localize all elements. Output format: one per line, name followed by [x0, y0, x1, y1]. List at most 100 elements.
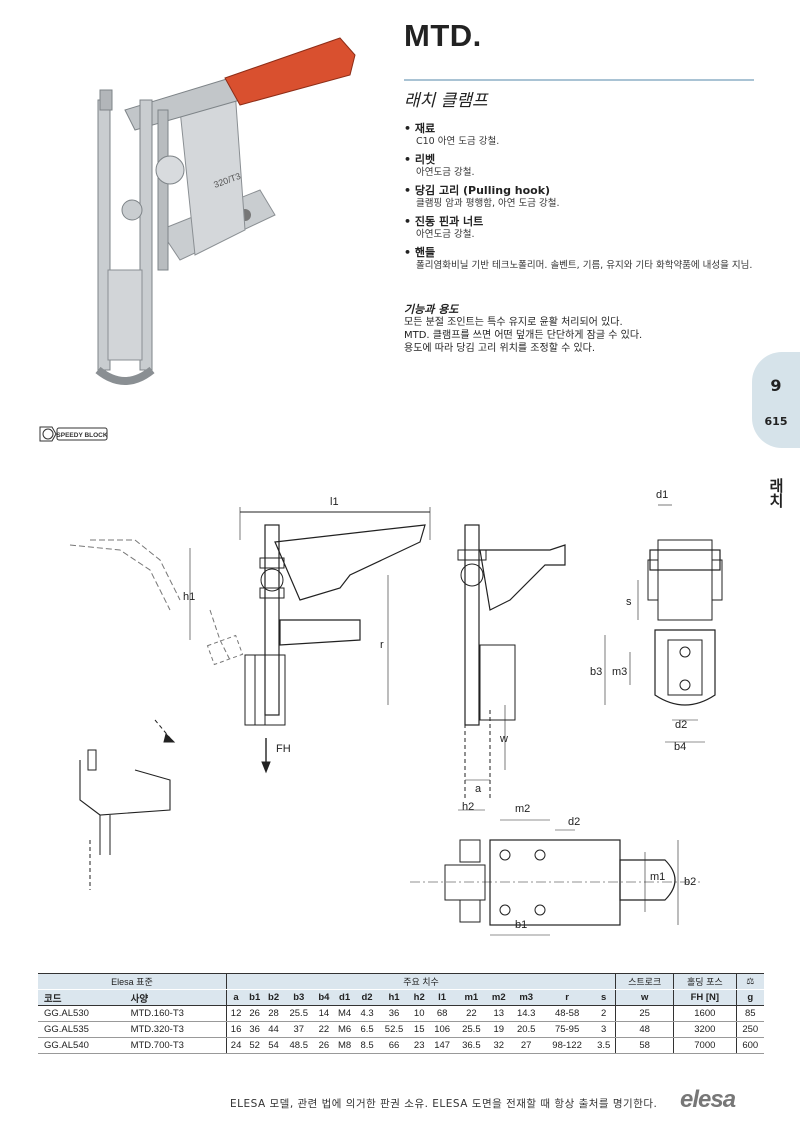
spec-heading: 진동 핀과 너트: [414, 215, 484, 228]
cell: 600: [736, 1037, 764, 1054]
cell: 23: [409, 1037, 429, 1054]
cell: 25.5: [455, 1021, 488, 1038]
product-photo: 320/T3: [95, 37, 356, 385]
col-d2: d2: [355, 989, 379, 1006]
cell: 44: [264, 1021, 283, 1038]
dim-d1: d1: [656, 489, 668, 501]
col-w: w: [615, 989, 675, 1006]
group-holding: 홀딩 포스: [673, 973, 737, 990]
cell: 66: [378, 1037, 410, 1054]
cell: 25.5: [283, 1005, 315, 1022]
spec-handle: • 핸들 폴리염화비닐 기반 테크노폴리머. 솔벤트, 기름, 유지와 기타 화…: [404, 246, 759, 272]
table-row: GG.AL540 MTD.700-T3 24 52 54 48.5 26 M8 …: [38, 1037, 764, 1054]
spec-heading: 당김 고리 (Pulling hook): [414, 184, 551, 197]
dim-d2-plan: d2: [568, 816, 580, 828]
cell: 22: [314, 1021, 334, 1038]
dim-fh: FH: [276, 743, 291, 755]
cell: 58: [615, 1037, 675, 1054]
spec-heading: 재료: [414, 122, 436, 135]
cell: 48.5: [283, 1037, 315, 1054]
function-use-heading: 기능과 용도: [404, 303, 459, 316]
cell: GG.AL530: [38, 1005, 125, 1022]
function-use-section: 기능과 용도 모든 분절 조인트는 특수 유지로 윤활 처리되어 있다. MTD…: [404, 303, 754, 355]
col-h2: h2: [409, 989, 429, 1006]
dim-s: s: [626, 596, 632, 608]
cell: 54: [264, 1037, 283, 1054]
chapter-number: 9: [770, 376, 782, 395]
cell: 106: [428, 1021, 456, 1038]
function-use-line: 용도에 따라 당김 고리 위치를 조정할 수 있다.: [404, 343, 596, 354]
dim-m3: m3: [612, 666, 627, 678]
technical-drawing: l1 h1 r FH w a h2 d1 s b3 m3 d2 b4: [69, 489, 723, 936]
speedy-block-badge: SPEEDY BLOCK: [38, 424, 110, 444]
cell: 14: [314, 1005, 334, 1022]
group-weight-icon: ⚖: [736, 973, 764, 990]
dim-b2: b2: [684, 876, 696, 888]
col-g: g: [736, 989, 764, 1006]
table-group-header: Elesa 표준 주요 치수 스트로크 홀딩 포스 ⚖: [38, 973, 764, 990]
copyright-note: ELESA 모델, 관련 법에 의거한 판권 소유. ELESA 도면을 전재할…: [230, 1098, 658, 1110]
badge-text: SPEEDY BLOCK: [56, 432, 107, 439]
cell: 16: [226, 1021, 246, 1038]
elesa-logo: elesa: [680, 1086, 736, 1113]
cell: 15: [409, 1021, 429, 1038]
cell: 1600: [673, 1005, 737, 1022]
cell: 14.3: [510, 1005, 542, 1022]
col-h1: h1: [378, 989, 410, 1006]
dim-d2-end: d2: [675, 719, 687, 731]
cell: 7000: [673, 1037, 737, 1054]
spec-pulling-hook: • 당김 고리 (Pulling hook) 클램핑 암과 평행함, 아연 도금…: [404, 184, 560, 209]
function-use-line: MTD. 클램프를 쓰면 어떤 덮개든 단단하게 잠글 수 있다.: [404, 330, 643, 341]
group-stroke: 스트로크: [615, 973, 675, 990]
cell: 75-95: [541, 1021, 593, 1038]
cell: 250: [736, 1021, 764, 1038]
cell: MTD.320-T3: [124, 1021, 227, 1038]
cell: 27: [510, 1037, 542, 1054]
cell: 28: [264, 1005, 283, 1022]
cell: 12: [226, 1005, 246, 1022]
cell: GG.AL540: [38, 1037, 125, 1054]
col-fh: FH [N]: [673, 989, 737, 1006]
cell: 48: [615, 1021, 675, 1038]
cell: 37: [283, 1021, 315, 1038]
dim-b4: b4: [674, 741, 686, 753]
col-spec: 사양: [124, 989, 227, 1006]
cell: MTD.160-T3: [124, 1005, 227, 1022]
dimensions-table: Elesa 표준 주요 치수 스트로크 홀딩 포스 ⚖ 코드 사양 a b1 b…: [38, 973, 764, 1054]
cell: 8.5: [355, 1037, 379, 1054]
cell: 26: [314, 1037, 334, 1054]
cell: 36: [378, 1005, 410, 1022]
function-use-line: 모든 분절 조인트는 특수 유지로 윤활 처리되어 있다.: [404, 317, 623, 328]
col-l1: l1: [428, 989, 456, 1006]
cell: 25: [615, 1005, 675, 1022]
cell: 36: [245, 1021, 265, 1038]
product-code: MTD.: [404, 18, 482, 53]
cell: M4: [333, 1005, 356, 1022]
dim-r: r: [380, 639, 384, 651]
cell: 68: [428, 1005, 456, 1022]
cell: 4.3: [355, 1005, 379, 1022]
cell: MTD.700-T3: [124, 1037, 227, 1054]
cell: 13: [487, 1005, 511, 1022]
dim-b1: b1: [515, 919, 527, 931]
group-main-dims: 주요 치수: [226, 973, 617, 990]
cell: 32: [487, 1037, 511, 1054]
table-row: GG.AL535 MTD.320-T3 16 36 44 37 22 M6 6.…: [38, 1021, 764, 1038]
col-s: s: [592, 989, 617, 1006]
dim-m1: m1: [650, 871, 665, 883]
cell: 98-122: [541, 1037, 593, 1054]
cell: 3: [592, 1021, 617, 1038]
cell: 24: [226, 1037, 246, 1054]
dim-b3: b3: [590, 666, 602, 678]
dim-h2: h2: [462, 801, 474, 813]
col-a: a: [226, 989, 246, 1006]
cell: 22: [455, 1005, 488, 1022]
title-rule: [404, 79, 754, 81]
cell: GG.AL535: [38, 1021, 125, 1038]
spec-pin-nut: • 진동 핀과 너트 아연도금 강철.: [404, 215, 484, 240]
cell: 3.5: [592, 1037, 617, 1054]
cell: 10: [409, 1005, 429, 1022]
table-column-header: 코드 사양 a b1 b2 b3 b4 d1 d2 h1 h2 l1 m1 m2…: [38, 989, 764, 1006]
col-d1: d1: [333, 989, 356, 1006]
spec-text: C10 아연 도금 강철.: [416, 136, 500, 147]
